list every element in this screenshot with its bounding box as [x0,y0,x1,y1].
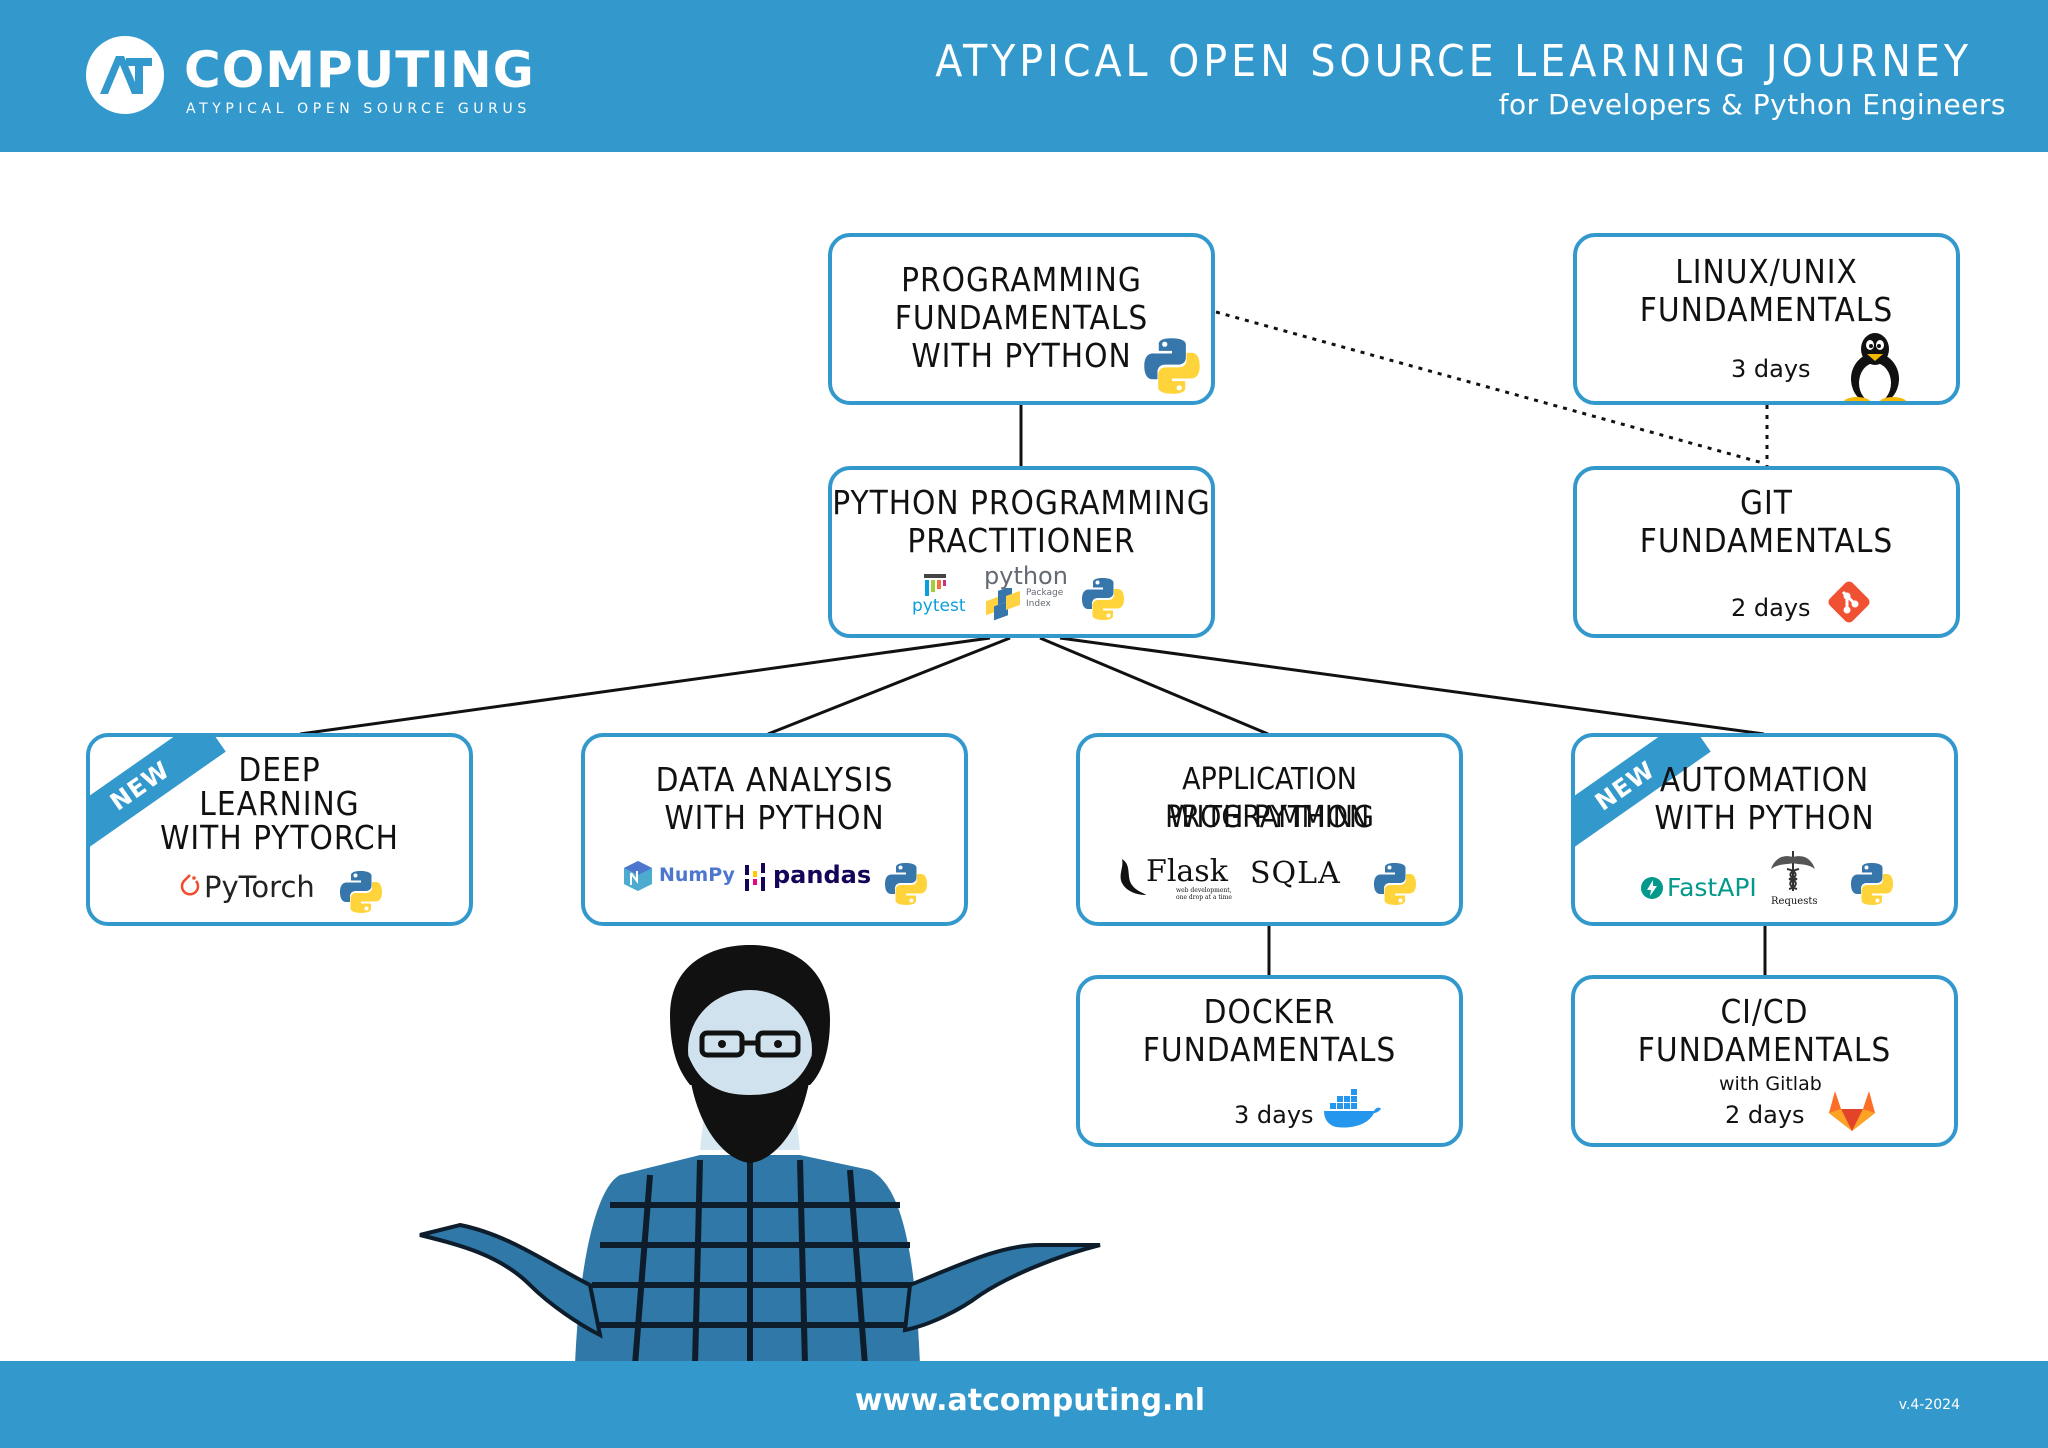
box-automation: NEW AUTOMATION WITH PYTHON FastAPI Reque… [1571,733,1958,926]
box-cicd-fundamentals: CI/CD FUNDAMENTALS with Gitlab 2 days [1571,975,1958,1147]
box-title-line: DEEP [238,750,321,789]
pytest-label: pytest [912,596,966,616]
duration-label: 2 days [1731,594,1811,622]
box-title-line: PROGRAMMING [901,260,1142,299]
header-bar: COMPUTING ATYPICAL OPEN SOURCE GURUS ATY… [0,0,2048,152]
flask-sublabel: web development, one drop at a time [1176,887,1232,901]
box-title-line: WITH PYTORCH [160,818,399,857]
box-title-line: GIT [1740,483,1793,522]
fastapi-label: FastAPI [1667,873,1757,902]
connector-prog-git-dotted [1215,310,1764,465]
pytorch-icon [180,874,200,896]
box-git-fundamentals: GIT FUNDAMENTALS 2 days [1573,466,1960,638]
python-icon [1082,578,1124,620]
box-title-line: WITH PYTHON [1654,798,1875,837]
duration-label: 3 days [1234,1101,1314,1129]
flask-label: Flask [1146,854,1228,889]
website-link[interactable]: www.atcomputing.nl [854,1383,1206,1418]
python-icon [1144,338,1200,394]
python-icon [340,871,382,913]
page-title: ATYPICAL OPEN SOURCE LEARNING JOURNEY [935,36,1972,87]
fastapi-icon [1641,877,1663,899]
brand-name: COMPUTING [184,41,535,99]
connector-to-data-analysis [767,636,1011,736]
python-icon [885,863,927,905]
box-title-line: PRACTITIONER [907,521,1136,560]
pytorch-label: PyTorch [204,870,315,904]
numpy-label: NumPy [659,864,735,886]
numpy-icon [624,861,652,891]
connector-to-deep-learning [299,636,991,736]
box-deep-learning: NEW DEEP LEARNING WITH PYTORCH PyTorch [86,733,473,926]
box-python-practitioner: PYTHON PROGRAMMING PRACTITIONER pytest p… [828,466,1215,638]
python-icon [1374,863,1416,905]
box-title-line: FUNDAMENTALS [1639,521,1894,560]
page-subtitle: for Developers & Python Engineers [1498,88,2006,121]
box-title-line: AUTOMATION [1659,760,1870,799]
box-title-line: LEARNING [199,784,360,823]
box-linux-fundamentals: LINUX/UNIX FUNDAMENTALS 3 days [1573,233,1960,405]
git-icon [1828,581,1870,623]
duration-label: 2 days [1725,1101,1805,1129]
box-title-line: FUNDAMENTALS [1637,1030,1892,1069]
box-title-line: PYTHON PROGRAMMING [832,483,1211,522]
box-title-line: APPLICATION PROGRAMMING [1165,762,1374,835]
shrugging-person-illustration [419,945,1101,1365]
duration-label: 3 days [1731,355,1811,383]
pypi-icon [986,588,1020,621]
box-title-line: FUNDAMENTALS [1142,1030,1397,1069]
gitlab-note: with Gitlab [1719,1073,1822,1095]
box-data-analysis: DATA ANALYSIS WITH PYTHON NumPy pandas [581,733,968,926]
at-computing-logo [86,36,164,114]
gitlab-icon [1829,1091,1875,1131]
brand-tagline: ATYPICAL OPEN SOURCE GURUS [186,101,531,117]
connector-to-automation [1059,636,1765,736]
requests-label: Requests [1771,896,1818,907]
pypi-sublabel: Package Index [1026,588,1064,609]
pandas-label: pandas [773,861,872,889]
pypi-label: python [984,562,1068,590]
box-title-line: CI/CD [1720,992,1809,1031]
footer-bar: www.atcomputing.nl v.4-2024 [0,1361,2048,1448]
box-programming-fundamentals: PROGRAMMING FUNDAMENTALS WITH PYTHON [828,233,1215,405]
flask-icon [1120,859,1146,895]
box-docker-fundamentals: DOCKER FUNDAMENTALS 3 days [1076,975,1463,1147]
requests-icon [1771,851,1815,891]
box-application-programming: APPLICATION PROGRAMMING WITH PYTHON Flas… [1076,733,1463,926]
sqlalchemy-label: SQLA [1250,856,1341,891]
tux-icon [1843,333,1907,401]
connector-to-app-programming [1039,636,1269,736]
box-title-line: DOCKER [1203,992,1336,1031]
box-title-line: LINUX/UNIX [1675,252,1858,291]
python-icon [1851,863,1893,905]
box-title-line: FUNDAMENTALS [1639,290,1894,329]
pandas-icon [745,863,765,891]
docker-icon [1324,1089,1381,1128]
box-title-line: WITH PYTHON [664,798,885,837]
box-title-line: WITH PYTHON [1168,800,1371,835]
version-label: v.4-2024 [1898,1397,1960,1413]
box-title-line: WITH PYTHON [911,336,1132,375]
box-title-line: FUNDAMENTALS [894,298,1149,337]
box-title-line: DATA ANALYSIS [655,760,894,799]
pytest-icon [924,574,946,596]
